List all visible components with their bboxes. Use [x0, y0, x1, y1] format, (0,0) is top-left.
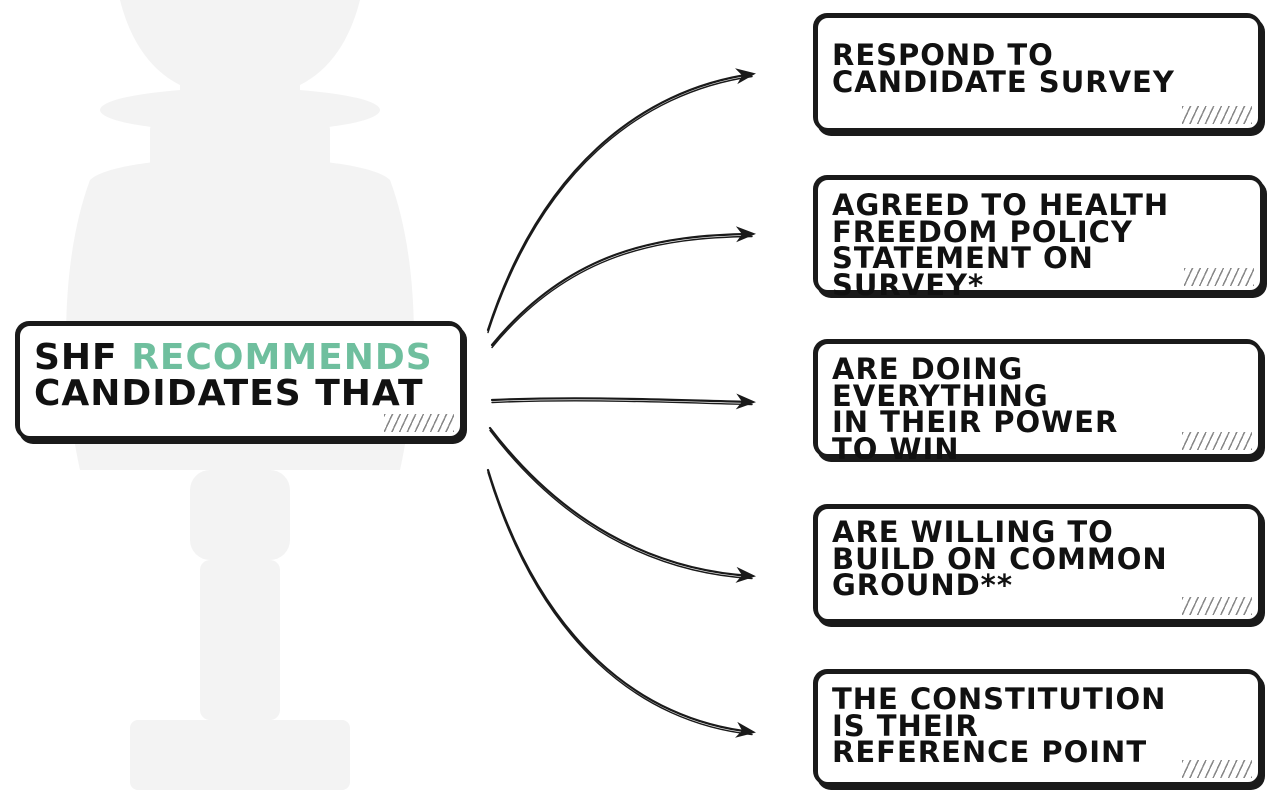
connector-arrow	[486, 68, 756, 334]
arrowhead-icon	[735, 566, 756, 583]
connector-arrow	[486, 468, 756, 738]
connector-arrow	[490, 393, 756, 410]
target-label: ARE WILLING TO BUILD ON COMMON GROUND**	[832, 515, 1168, 603]
target-box-survey-response: RESPOND TO CANDIDATE SURVEY	[814, 14, 1262, 132]
source-highlight: RECOMMENDS	[131, 337, 433, 378]
target-label: ARE DOING EVERYTHING IN THEIR POWER TO W…	[832, 352, 1119, 467]
source-prefix: SHF	[34, 337, 132, 378]
target-label: AGREED TO HEALTH FREEDOM POLICY STATEMEN…	[832, 188, 1170, 303]
target-label: RESPOND TO CANDIDATE SURVEY	[832, 38, 1175, 99]
connector-arrow	[488, 426, 756, 583]
target-box-constitution: THE CONSTITUTION IS THEIR REFERENCE POIN…	[814, 670, 1262, 786]
arrowhead-icon	[735, 68, 756, 85]
arrowhead-icon	[735, 721, 756, 738]
source-suffix: CANDIDATES THAT	[34, 373, 424, 414]
arrowhead-icon	[735, 393, 756, 410]
target-box-common-ground: ARE WILLING TO BUILD ON COMMON GROUND**	[814, 505, 1262, 623]
target-box-doing-everything: ARE DOING EVERYTHING IN THEIR POWER TO W…	[814, 340, 1262, 463]
source-label: SHF RECOMMENDS CANDIDATES THAT	[34, 340, 433, 412]
target-box-policy-statement: AGREED TO HEALTH FREEDOM POLICY STATEMEN…	[814, 176, 1264, 299]
source-box: SHF RECOMMENDS CANDIDATES THAT	[16, 322, 464, 440]
target-label: THE CONSTITUTION IS THEIR REFERENCE POIN…	[832, 682, 1167, 770]
arrowhead-icon	[735, 226, 756, 243]
connector-arrow	[490, 226, 756, 349]
